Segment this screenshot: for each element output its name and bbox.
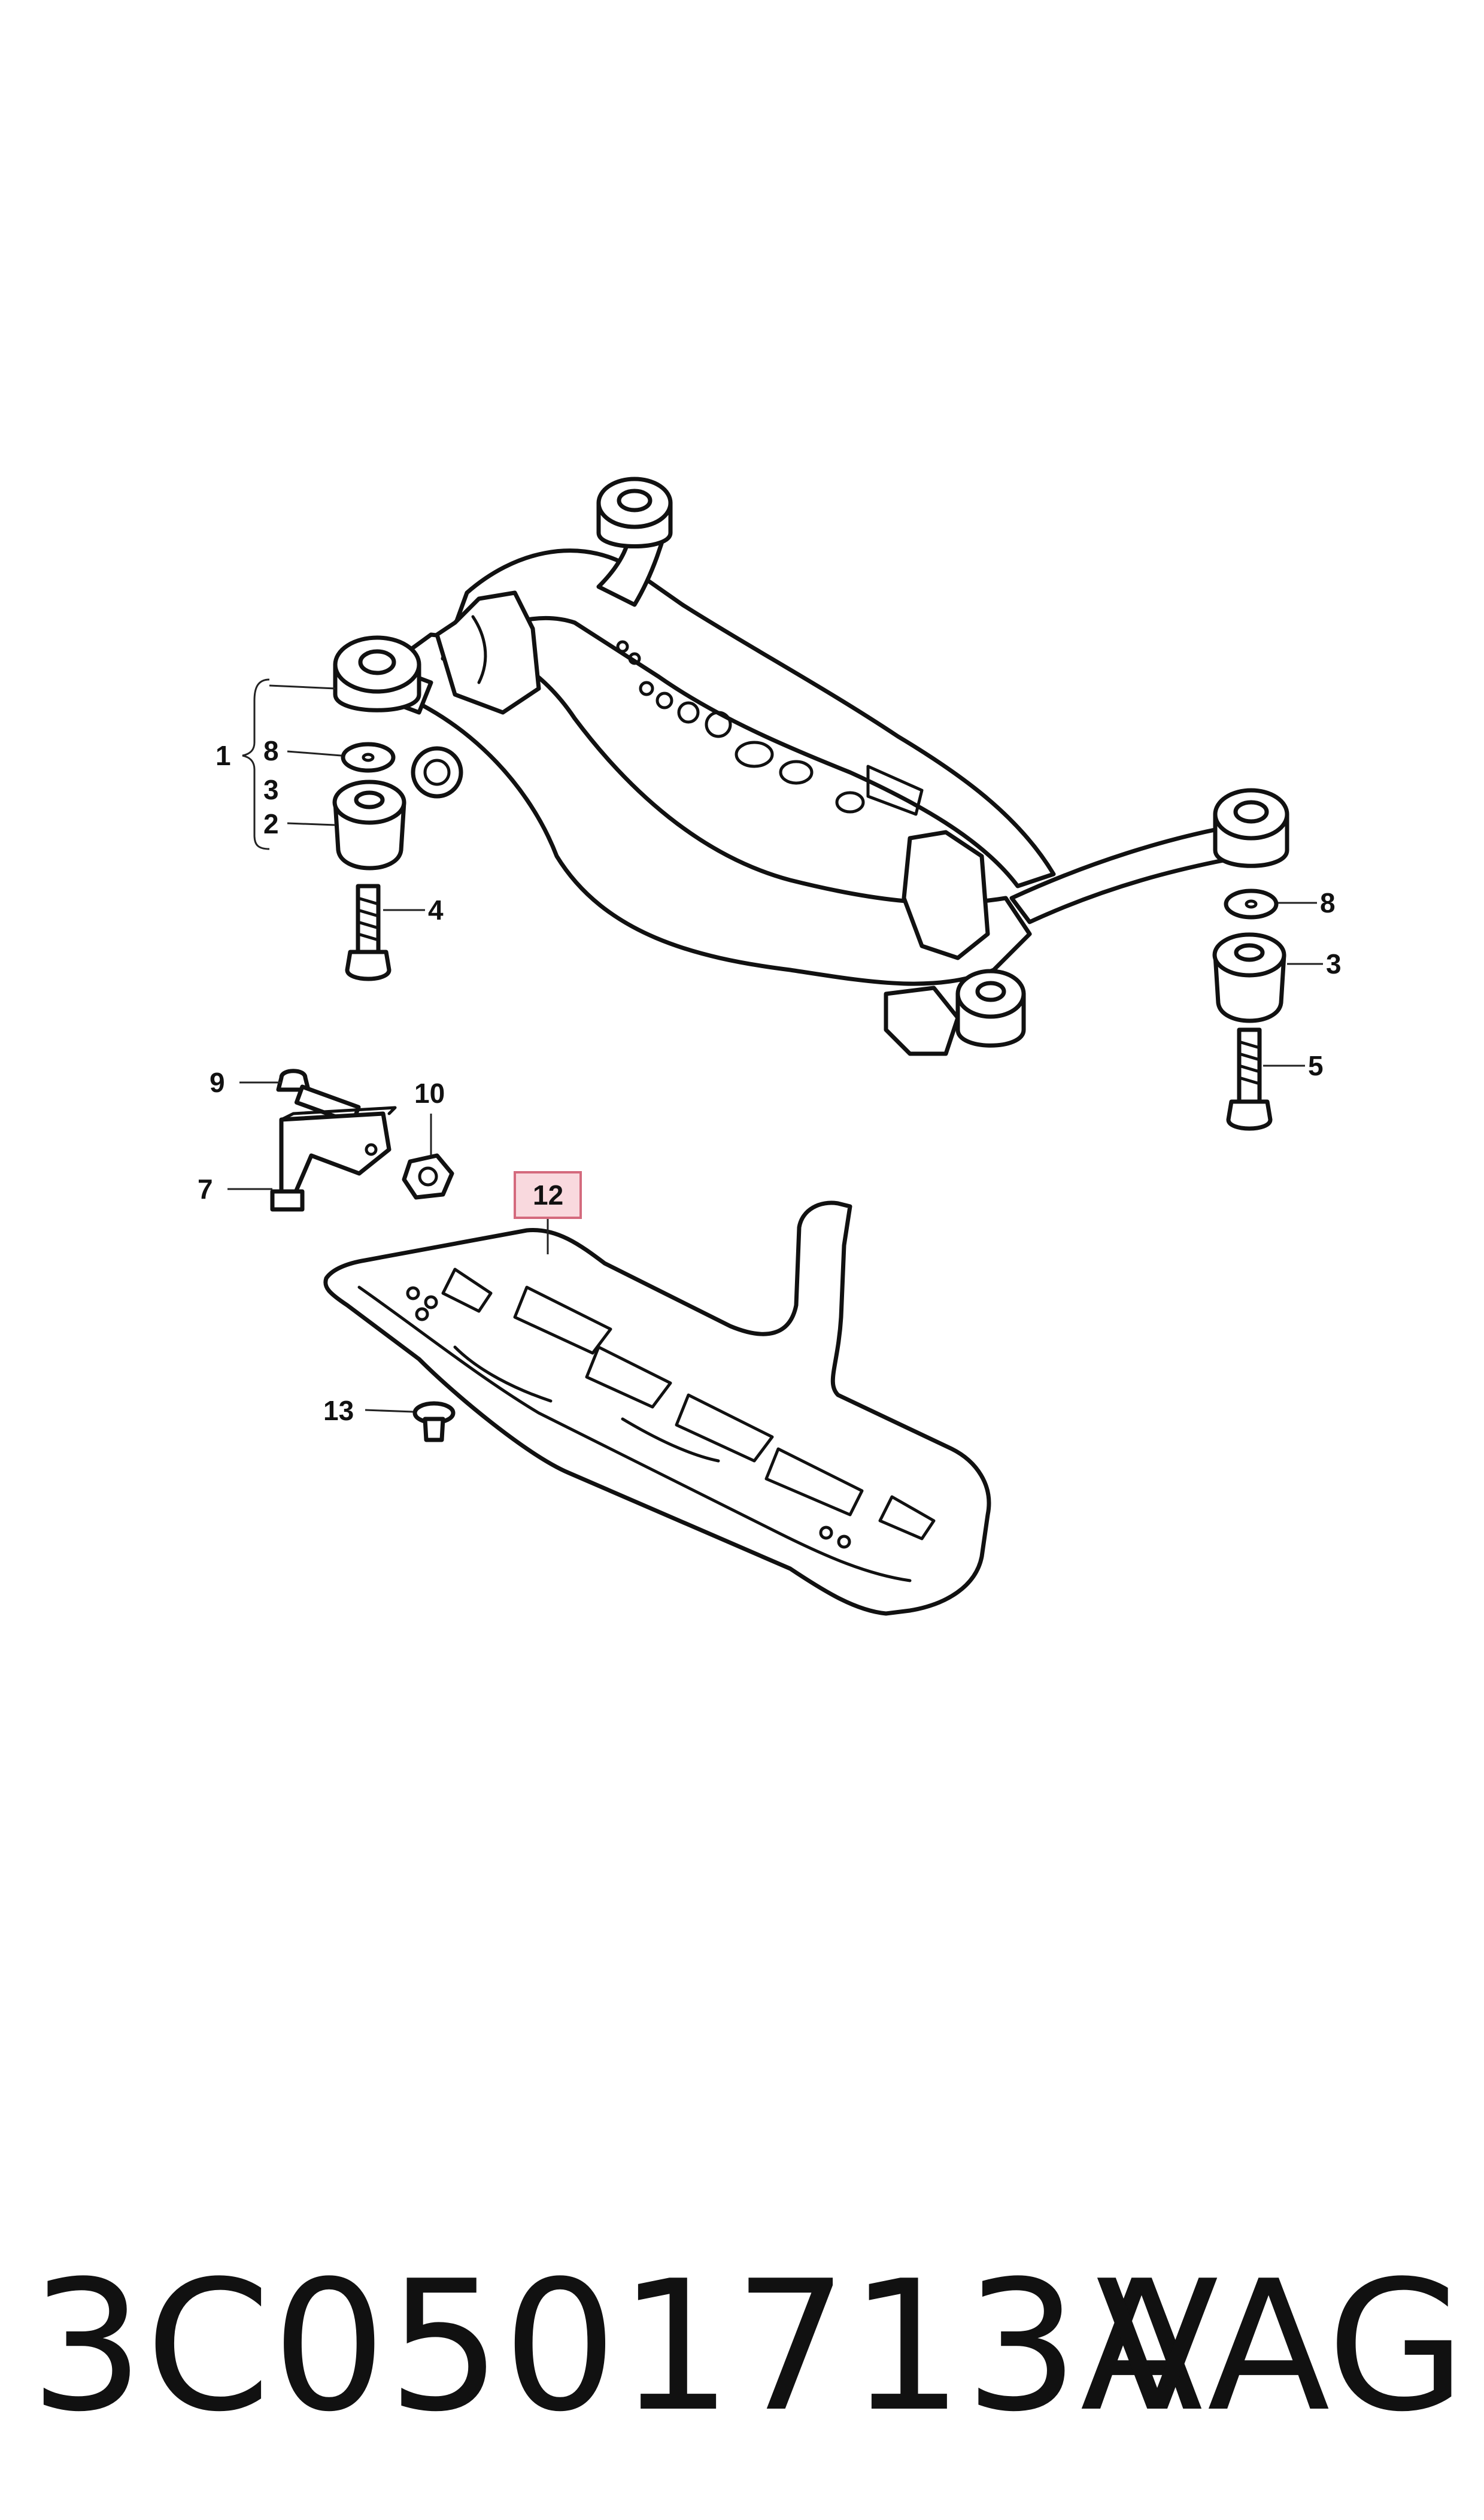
footer: 3C0501713A VAG bbox=[0, 2227, 1484, 2467]
callout-8-left: 8 bbox=[263, 735, 279, 766]
subframe-bushing-front bbox=[955, 969, 1026, 1048]
callout-12-highlight bbox=[514, 1171, 582, 1219]
callout-4: 4 bbox=[428, 894, 444, 926]
subframe bbox=[363, 501, 1248, 1056]
bolt-left bbox=[345, 884, 392, 981]
washer-left bbox=[341, 742, 396, 773]
rubber-bushing-right bbox=[1212, 932, 1286, 1023]
callout-3-left: 3 bbox=[263, 774, 279, 805]
callout-3-right: 3 bbox=[1326, 948, 1342, 980]
callout-labels: 1 8 3 2 4 8 3 5 9 10 7 12 13 bbox=[198, 735, 1342, 1426]
callout-5: 5 bbox=[1308, 1050, 1324, 1081]
underbody-panel bbox=[323, 1200, 991, 1616]
clip-13 bbox=[412, 1401, 456, 1442]
part-number: 3C0501713A bbox=[30, 2242, 1204, 2451]
callout-2: 2 bbox=[263, 808, 279, 839]
callout-1: 1 bbox=[216, 740, 231, 771]
callout-8-right: 8 bbox=[1320, 887, 1336, 918]
bolt-right bbox=[1226, 1027, 1273, 1131]
rubber-bushing-left bbox=[332, 780, 406, 871]
callout-9: 9 bbox=[210, 1067, 225, 1098]
callout-13: 13 bbox=[323, 1395, 354, 1426]
brand-name: VAG bbox=[1095, 2242, 1466, 2451]
washer-right bbox=[1224, 888, 1279, 920]
bracket-7 bbox=[270, 1106, 397, 1212]
callout-12: 12 bbox=[533, 1179, 563, 1211]
nut-10 bbox=[402, 1153, 454, 1200]
subframe-bushing-right bbox=[1213, 788, 1289, 868]
subframe-bushing-top bbox=[596, 477, 673, 548]
callout-7: 7 bbox=[198, 1173, 213, 1205]
callout-10: 10 bbox=[414, 1078, 445, 1109]
parts-diagram: 1 8 3 2 4 8 3 5 9 10 7 12 13 bbox=[198, 477, 1342, 1616]
subframe-bushing-left bbox=[333, 635, 421, 712]
leader-lines bbox=[227, 678, 1323, 1413]
